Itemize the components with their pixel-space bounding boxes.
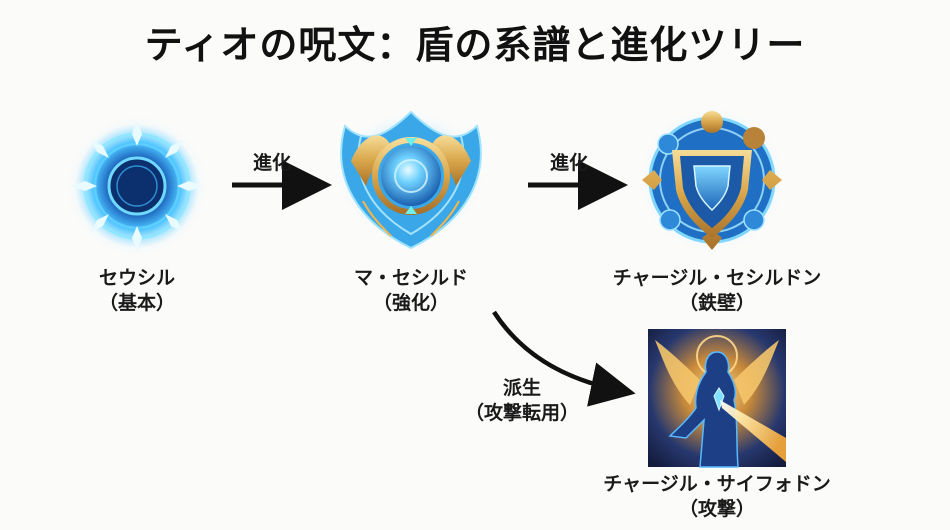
node-name: マ・セシルド: [353, 267, 468, 289]
node-sub: （鉄壁）: [678, 292, 755, 314]
node-seushiru: セウシル （基本）: [57, 266, 217, 316]
diagram-title: ティオの呪文：盾の系譜と進化ツリー: [144, 23, 806, 67]
node-name: セウシル: [98, 267, 175, 289]
edge-label-derive-title: 派生: [502, 377, 541, 399]
node-sub: （基本）: [98, 292, 175, 314]
derive-arrow: [492, 310, 636, 407]
node-name: チャージル・サイフォドン: [603, 473, 831, 495]
node-name: チャージル・セシルドン: [612, 267, 822, 289]
winged-goddess-beam-icon: [648, 329, 786, 468]
winged-emblem-shield-icon: [337, 110, 485, 250]
blue-ring-shield-icon: [65, 114, 209, 258]
node-chajiru-seshirudon: チャージル・セシルドン （鉄壁）: [592, 266, 842, 316]
edge-label-evolve-1: 進化: [252, 152, 291, 174]
node-chajiru-saifodon: チャージル・サイフォドン （攻撃）: [577, 472, 857, 522]
edge-label-derive-sub: （攻撃転用）: [464, 402, 579, 424]
edge-label-derive: 派生 （攻撃転用）: [462, 376, 582, 426]
node-sub: （強化）: [372, 292, 449, 314]
node-sub: （攻撃）: [678, 498, 755, 520]
edge-label-evolve-2: 進化: [549, 152, 588, 174]
node-ma-seshirudo: マ・セシルド （強化）: [321, 266, 501, 316]
rune-circle-shield-icon: [638, 106, 786, 254]
